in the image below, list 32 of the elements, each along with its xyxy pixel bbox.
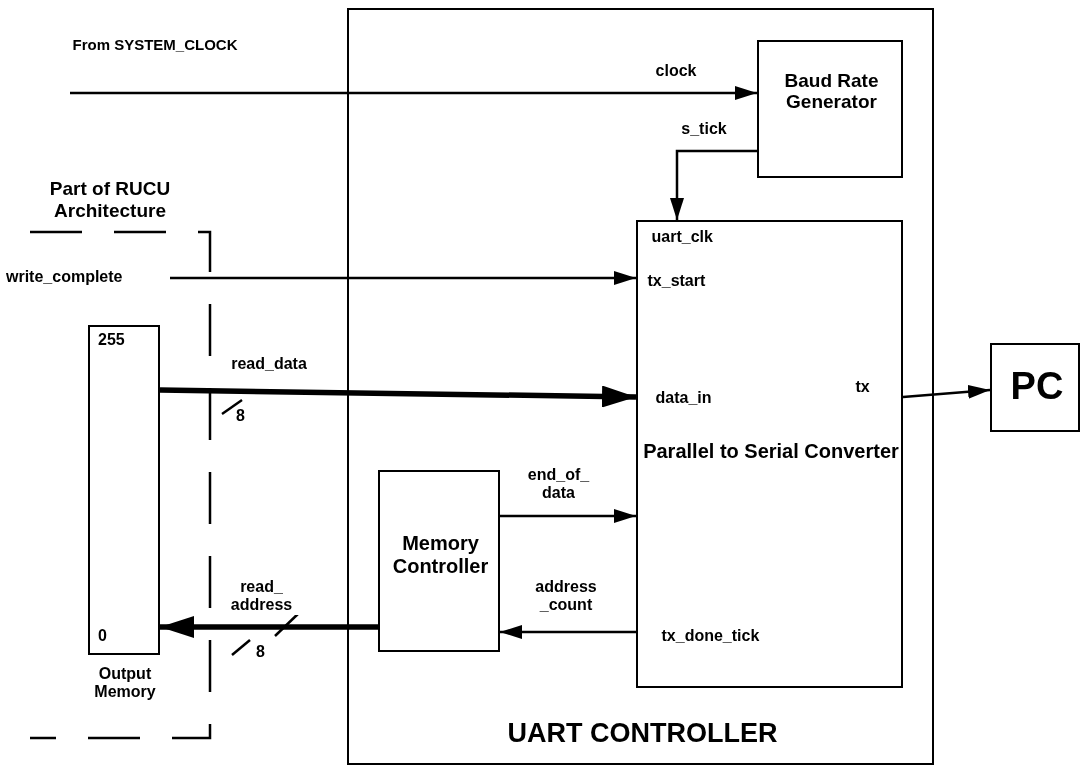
- bus-width: 8: [236, 407, 245, 426]
- port-name: uart_clk: [651, 227, 714, 246]
- generator-block: [756, 39, 903, 178]
- address-value: 0: [98, 627, 108, 646]
- block-caption: Output Memory: [93, 665, 157, 702]
- block-title: PC: [1009, 365, 1065, 409]
- bus-arrow: [159, 385, 637, 408]
- block-title: Memory Controller: [391, 531, 490, 578]
- converter-block: [635, 219, 903, 688]
- controller-block: [347, 8, 934, 765]
- pc-block: [990, 343, 1080, 432]
- controller-block: [377, 469, 500, 652]
- region-title: Part of RUCU Architecture: [48, 178, 172, 222]
- signal-source-label: From SYSTEM_CLOCK: [71, 36, 239, 54]
- memory-block: [88, 325, 160, 655]
- bus-width: 8: [256, 643, 265, 662]
- arrow: [670, 149, 757, 220]
- arrow: [70, 86, 757, 100]
- block-title: UART CONTROLLER: [506, 718, 779, 750]
- port-name: tx: [855, 377, 871, 396]
- address-value: 255: [98, 331, 126, 350]
- port-name: data_in: [655, 388, 713, 407]
- port-name: tx_done_tick: [661, 626, 761, 645]
- block-title: Baud Rate Generator: [783, 69, 880, 114]
- bus-arrow: [160, 616, 378, 638]
- block-title: Parallel to Serial Converter: [642, 439, 900, 463]
- port-name: tx_start: [647, 271, 707, 290]
- arrow: [170, 271, 636, 285]
- arrow: [500, 509, 636, 523]
- signal-label: write_complete: [6, 268, 124, 287]
- arrow: [902, 384, 991, 399]
- arrow: [500, 625, 636, 639]
